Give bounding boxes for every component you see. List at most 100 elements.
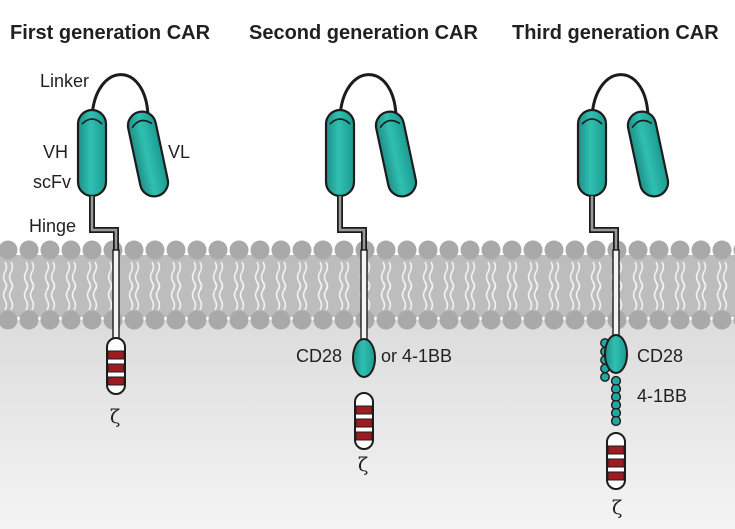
lipid-tail-lower (575, 281, 581, 311)
linker-loop (338, 73, 398, 117)
cd28-domain (352, 338, 376, 378)
lipid-head-lower (481, 310, 501, 330)
4-1bb-bead (600, 372, 610, 382)
lipid-head-lower (439, 310, 459, 330)
lipid-tail-lower (233, 281, 239, 311)
lipid-head-lower (229, 310, 249, 330)
lipid-head-upper (712, 240, 732, 260)
lipid-tail-lower (638, 281, 644, 311)
lipid-head-lower (82, 310, 102, 330)
lipid-head-upper (145, 240, 165, 260)
label-cd28-second: CD28 (296, 346, 342, 366)
label-scfv: scFv (33, 172, 71, 192)
lipid-tail-lower (2, 281, 8, 311)
first-generation-car (76, 73, 170, 395)
transmembrane-stalk (112, 249, 120, 341)
lipid-head-upper (481, 240, 501, 260)
lipid-head-lower (166, 310, 186, 330)
lipid-head-lower (187, 310, 207, 330)
lipid-head-upper (208, 240, 228, 260)
lipid-tail-lower (653, 281, 659, 311)
zeta-chain (606, 432, 626, 490)
lipid-tail-lower (722, 281, 728, 311)
lipid-head-lower (586, 310, 606, 330)
lipid-tail-lower (260, 281, 266, 311)
lipid-tail-lower (527, 281, 533, 311)
lipid-tail-lower (275, 281, 281, 311)
lipid-tail-lower (506, 281, 512, 311)
lipid-head-upper (250, 240, 270, 260)
itam-motif (355, 405, 373, 415)
lipid-head-upper (670, 240, 690, 260)
lipid-head-upper (586, 240, 606, 260)
lipid-head-upper (628, 240, 648, 260)
lipid-tail-lower (380, 281, 386, 311)
lipid-tail-lower (632, 281, 638, 311)
lipid-head-upper (334, 240, 354, 260)
itam-motif (607, 445, 625, 455)
lipid-tail-lower (44, 281, 50, 311)
lipid-tail-lower (470, 281, 476, 311)
lipid-tail-lower (281, 281, 287, 311)
lipid-head-lower (565, 310, 585, 330)
lipid-tail-lower (218, 281, 224, 311)
lipid-tail-lower (464, 281, 470, 311)
lipid-tail-lower (254, 281, 260, 311)
label-or-41bb: or 4-1BB (381, 346, 452, 366)
lipid-tail-lower (701, 281, 707, 311)
lipid-head-upper (565, 240, 585, 260)
lipid-head-upper (61, 240, 81, 260)
second-generation-car (324, 73, 610, 450)
transmembrane-stalk (360, 249, 368, 343)
lipid-heads (0, 240, 735, 330)
lipid-tail-lower (512, 281, 518, 311)
label-zeta-second: ζ (358, 454, 368, 476)
itam-motif (107, 376, 125, 386)
label-vl: VL (168, 142, 190, 162)
lipid-tail-lower (548, 281, 554, 311)
lipid-tail-lower (155, 281, 161, 311)
4-1bb-bead (610, 415, 622, 427)
lipid-head-lower (250, 310, 270, 330)
lipid-tail-lower (296, 281, 302, 311)
lipid-head-upper (229, 240, 249, 260)
title-second-generation: Second generation CAR (249, 22, 478, 44)
lipid-tail-lower (128, 281, 134, 311)
lipid-head-upper (439, 240, 459, 260)
lipid-tail-lower (554, 281, 560, 311)
lipid-head-upper (271, 240, 291, 260)
lipid-head-upper (187, 240, 207, 260)
third-generation-car (576, 73, 670, 490)
itam-motif (107, 350, 125, 360)
lipid-tail-lower (29, 281, 35, 311)
lipid-tail-lower (590, 281, 596, 311)
cd28-domain (604, 334, 628, 374)
lipid-tail-lower (197, 281, 203, 311)
lipid-head-upper (19, 240, 39, 260)
lipid-tail-lower (86, 281, 92, 311)
lipid-head-upper (649, 240, 669, 260)
vl-domain (626, 110, 670, 198)
itam-motif (607, 471, 625, 481)
zeta-chain (354, 392, 374, 450)
itam-motif (107, 363, 125, 373)
itam-motif (355, 418, 373, 428)
lipid-tail-lower (302, 281, 308, 311)
title-first-generation: First generation CAR (10, 22, 211, 44)
vl-domain-cap (379, 119, 401, 129)
lipid-head-lower (208, 310, 228, 330)
hinge-core (338, 196, 366, 252)
lipid-tail-lower (149, 281, 155, 311)
lipid-tail-lower (428, 281, 434, 311)
label-linker: Linker (40, 71, 89, 91)
lipid-head-upper (82, 240, 102, 260)
lipid-tail-lower (71, 281, 77, 311)
lipid-tail-lower (107, 281, 113, 311)
vl-domain-body (374, 110, 418, 198)
vl-domain-cap (631, 119, 653, 129)
lipid-head-lower (19, 310, 39, 330)
lipid-head-lower (670, 310, 690, 330)
lipid-head-upper (397, 240, 417, 260)
lipid-head-lower (397, 310, 417, 330)
